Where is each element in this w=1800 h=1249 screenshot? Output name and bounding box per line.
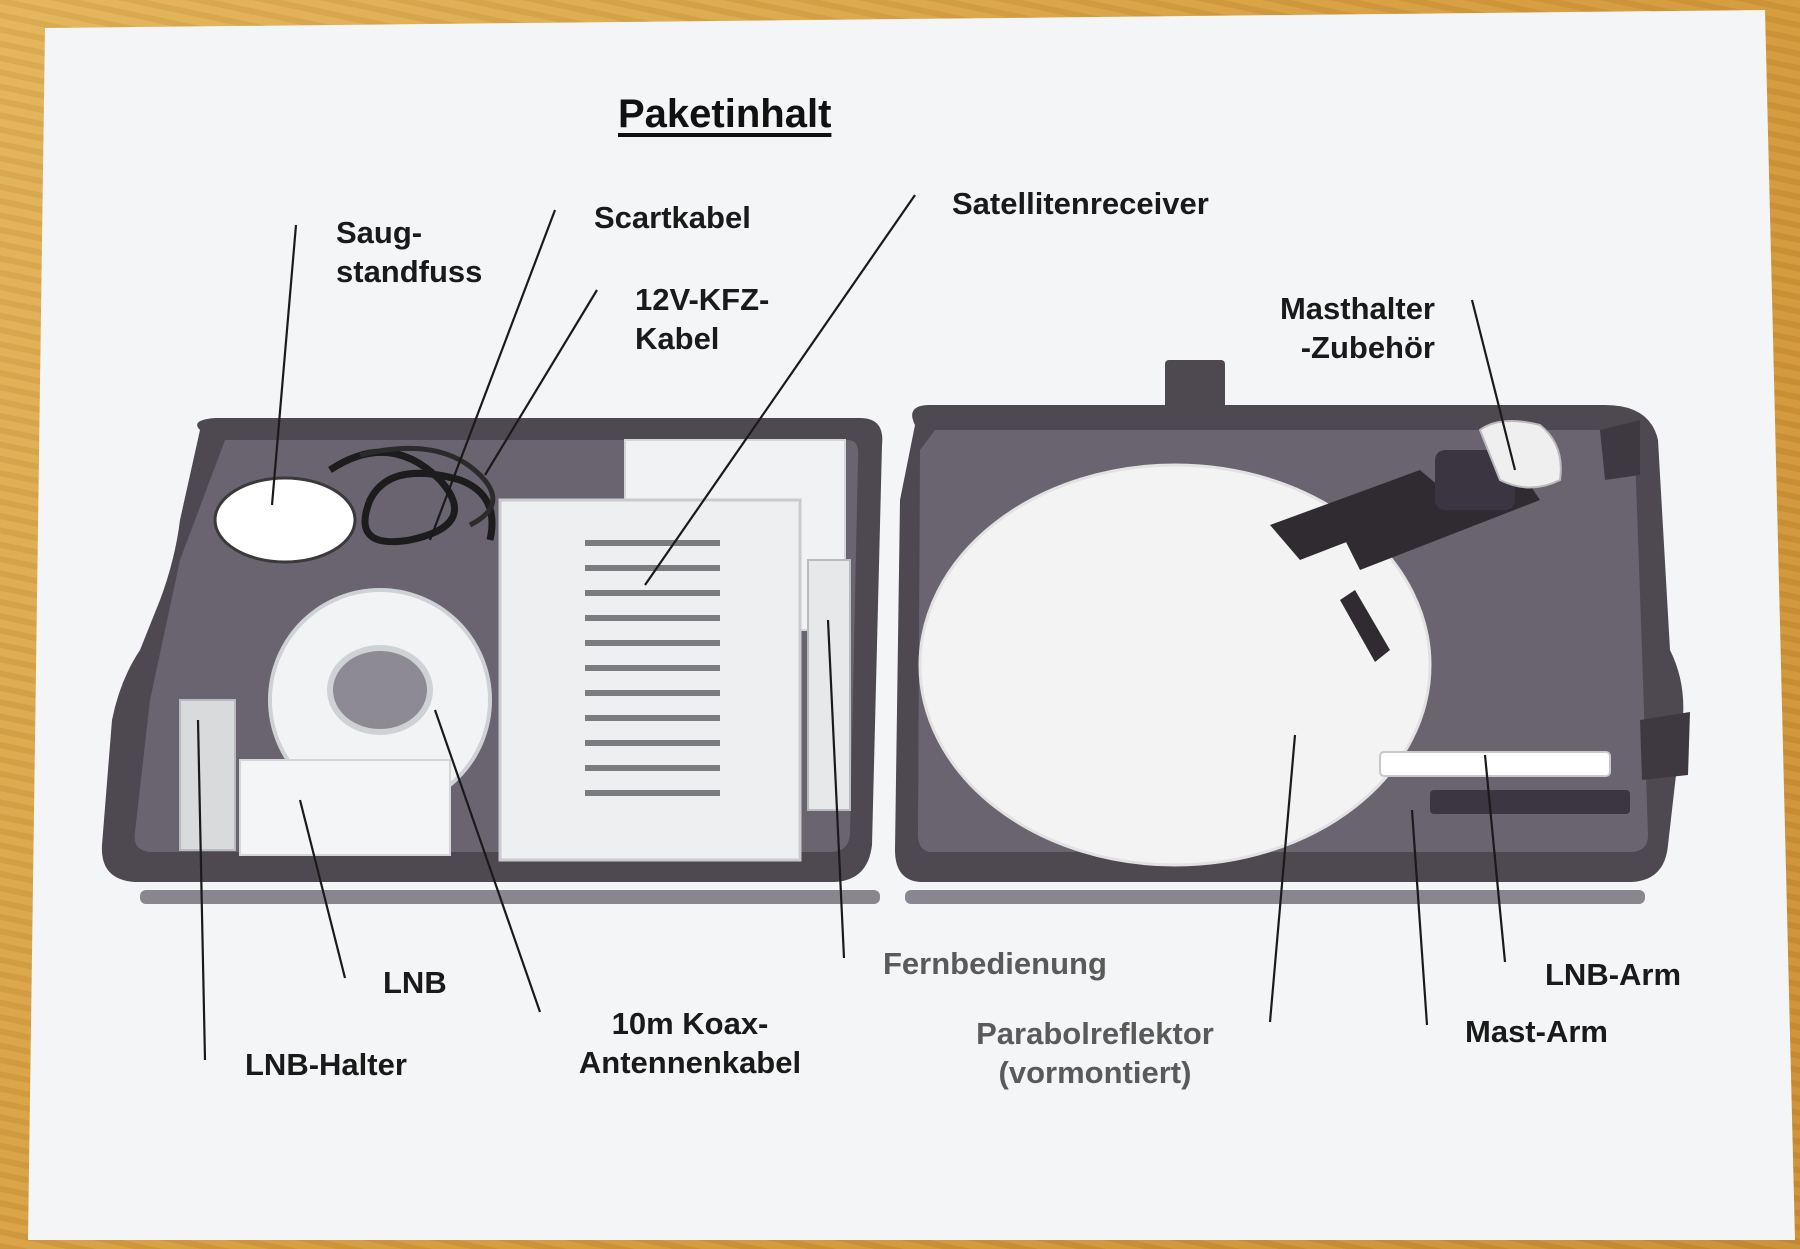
case-handle — [1165, 360, 1225, 412]
label-koax-line1: 10m Koax- — [611, 1006, 769, 1041]
label-parabolreflektor-line1: Parabolreflektor — [976, 1016, 1214, 1051]
mast-arm-shape — [1379, 751, 1611, 777]
label-saugstandfuss: Saug- standfuss — [336, 213, 482, 291]
leader-lnb — [298, 799, 347, 979]
satellite-receiver-shape — [498, 498, 802, 862]
parabolic-reflector-shape — [918, 463, 1432, 867]
leader-scartkabel — [428, 209, 557, 541]
lnb-holder-shape — [179, 699, 236, 851]
label-scartkabel: Scartkabel — [594, 200, 751, 235]
label-koax: 10m Koax- Antennenkabel — [570, 1004, 810, 1082]
label-lnb-arm: LNB-Arm — [1545, 957, 1682, 992]
leader-mast-arm — [1410, 809, 1429, 1026]
diagram-title: Paketinhalt — [618, 92, 832, 136]
label-fernbedienung: Fernbedienung — [883, 946, 1107, 981]
mast-holder-accessory-shape — [1478, 420, 1562, 489]
leader-saugstandfuss — [270, 224, 298, 506]
leader-kfz-kabel — [484, 289, 598, 476]
label-kfz-kabel-line1: 12V-KFZ- — [635, 282, 770, 317]
label-saugstandfuss-line2: standfuss — [336, 254, 483, 289]
lnb-box — [239, 759, 451, 856]
label-kfz-kabel: 12V-KFZ- Kabel — [635, 280, 769, 358]
label-lnb: LNB — [383, 965, 447, 1000]
leader-lines — [196, 194, 1517, 1061]
leader-parabolreflektor — [1268, 734, 1297, 1023]
leader-lnb-arm — [1483, 754, 1507, 963]
case-contents-right — [918, 420, 1630, 867]
leader-lnb-halter — [196, 719, 207, 1061]
label-lnb-halter: LNB-Halter — [245, 1047, 407, 1082]
leader-fernbedienung — [826, 619, 846, 959]
leader-masthalter — [1470, 299, 1517, 471]
label-kfz-kabel-line2: Kabel — [635, 321, 720, 356]
label-satellitenreceiver: Satellitenreceiver — [952, 186, 1209, 221]
leader-koax — [433, 709, 542, 1013]
label-masthalter-line1: Masthalter — [1279, 291, 1435, 326]
suction-stand-shape — [213, 476, 357, 564]
label-parabolreflektor-line2: (vormontiert) — [998, 1055, 1192, 1090]
label-mast-arm: Mast-Arm — [1465, 1014, 1608, 1049]
label-masthalter-line2: -Zubehör — [1300, 330, 1435, 365]
label-saugstandfuss-line1: Saug- — [336, 215, 423, 250]
label-parabolreflektor: Parabolreflektor (vormontiert) — [945, 1014, 1245, 1092]
case-contents-left — [179, 439, 851, 862]
label-koax-line2: Antennenkabel — [578, 1045, 802, 1080]
remote-control-shape — [807, 559, 851, 811]
label-masthalter: Masthalter -Zubehör — [1250, 289, 1435, 367]
lnb-arm-shape — [1270, 470, 1455, 560]
leader-satellitenreceiver — [644, 194, 916, 586]
cables-shape — [328, 448, 496, 546]
